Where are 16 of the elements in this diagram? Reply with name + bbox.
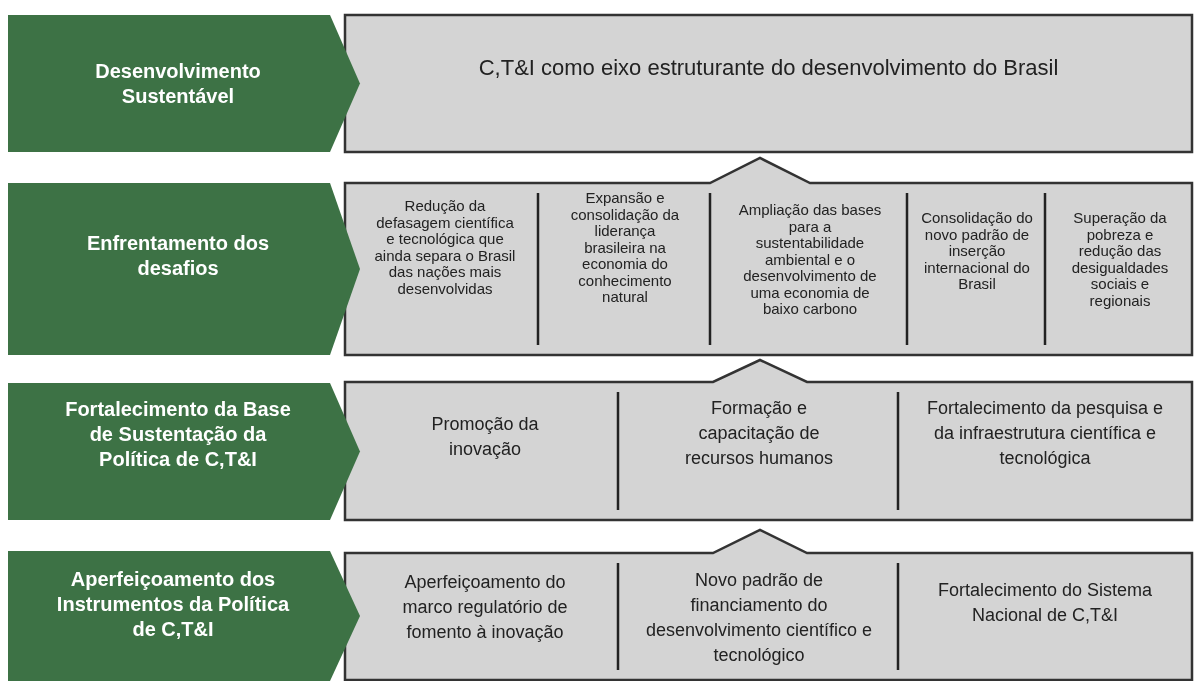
level-heading: Fortalecimento da Base de Sustentação da Política de C,T&I: [64, 397, 292, 472]
goal-text: Novo padrão de financiamento do desenvolvimento científico e tecnológico: [644, 568, 874, 668]
goal-text: Formação e capacitação de recursos humanos: [674, 396, 844, 471]
goal-text: Superação da pobreza e redução das desigualdades sociais e regionais: [1060, 210, 1180, 309]
band-text: C,T&I como eixo estruturante do desenvolvimento do Brasil: [477, 55, 1060, 81]
goal-text: Redução da defasagem científica e tecnológica que ainda separa o Brasil das nações mais desenvolvidas: [373, 198, 517, 297]
level-heading: Enfrentamento dos desafios: [85, 231, 271, 281]
goal-text: Consolidação do novo padrão de inserção internacional do Brasil: [912, 210, 1042, 293]
level-heading: Desenvolvimento Sustentável: [94, 59, 262, 109]
level-heading: Aperfeiçoamento dos Instrumentos da Política de C,T&I: [55, 567, 291, 642]
goal-text: Promoção da inovação: [410, 412, 560, 462]
goal-text: Aperfeiçoamento do marco regulatório de fomento à inovação: [377, 570, 593, 645]
goal-text: Expansão e consolidação da liderança brasileira na economia do conhecimento natural: [563, 190, 687, 306]
goal-text: Ampliação das bases para a sustentabilidade ambiental e o desenvolvimento de uma economia de baixo carbono: [735, 202, 885, 318]
goal-text: Fortalecimento do Sistema Nacional de C,T&I: [910, 578, 1180, 628]
goal-text: Fortalecimento da pesquisa e da infraestrutura científica e tecnológica: [925, 396, 1165, 471]
